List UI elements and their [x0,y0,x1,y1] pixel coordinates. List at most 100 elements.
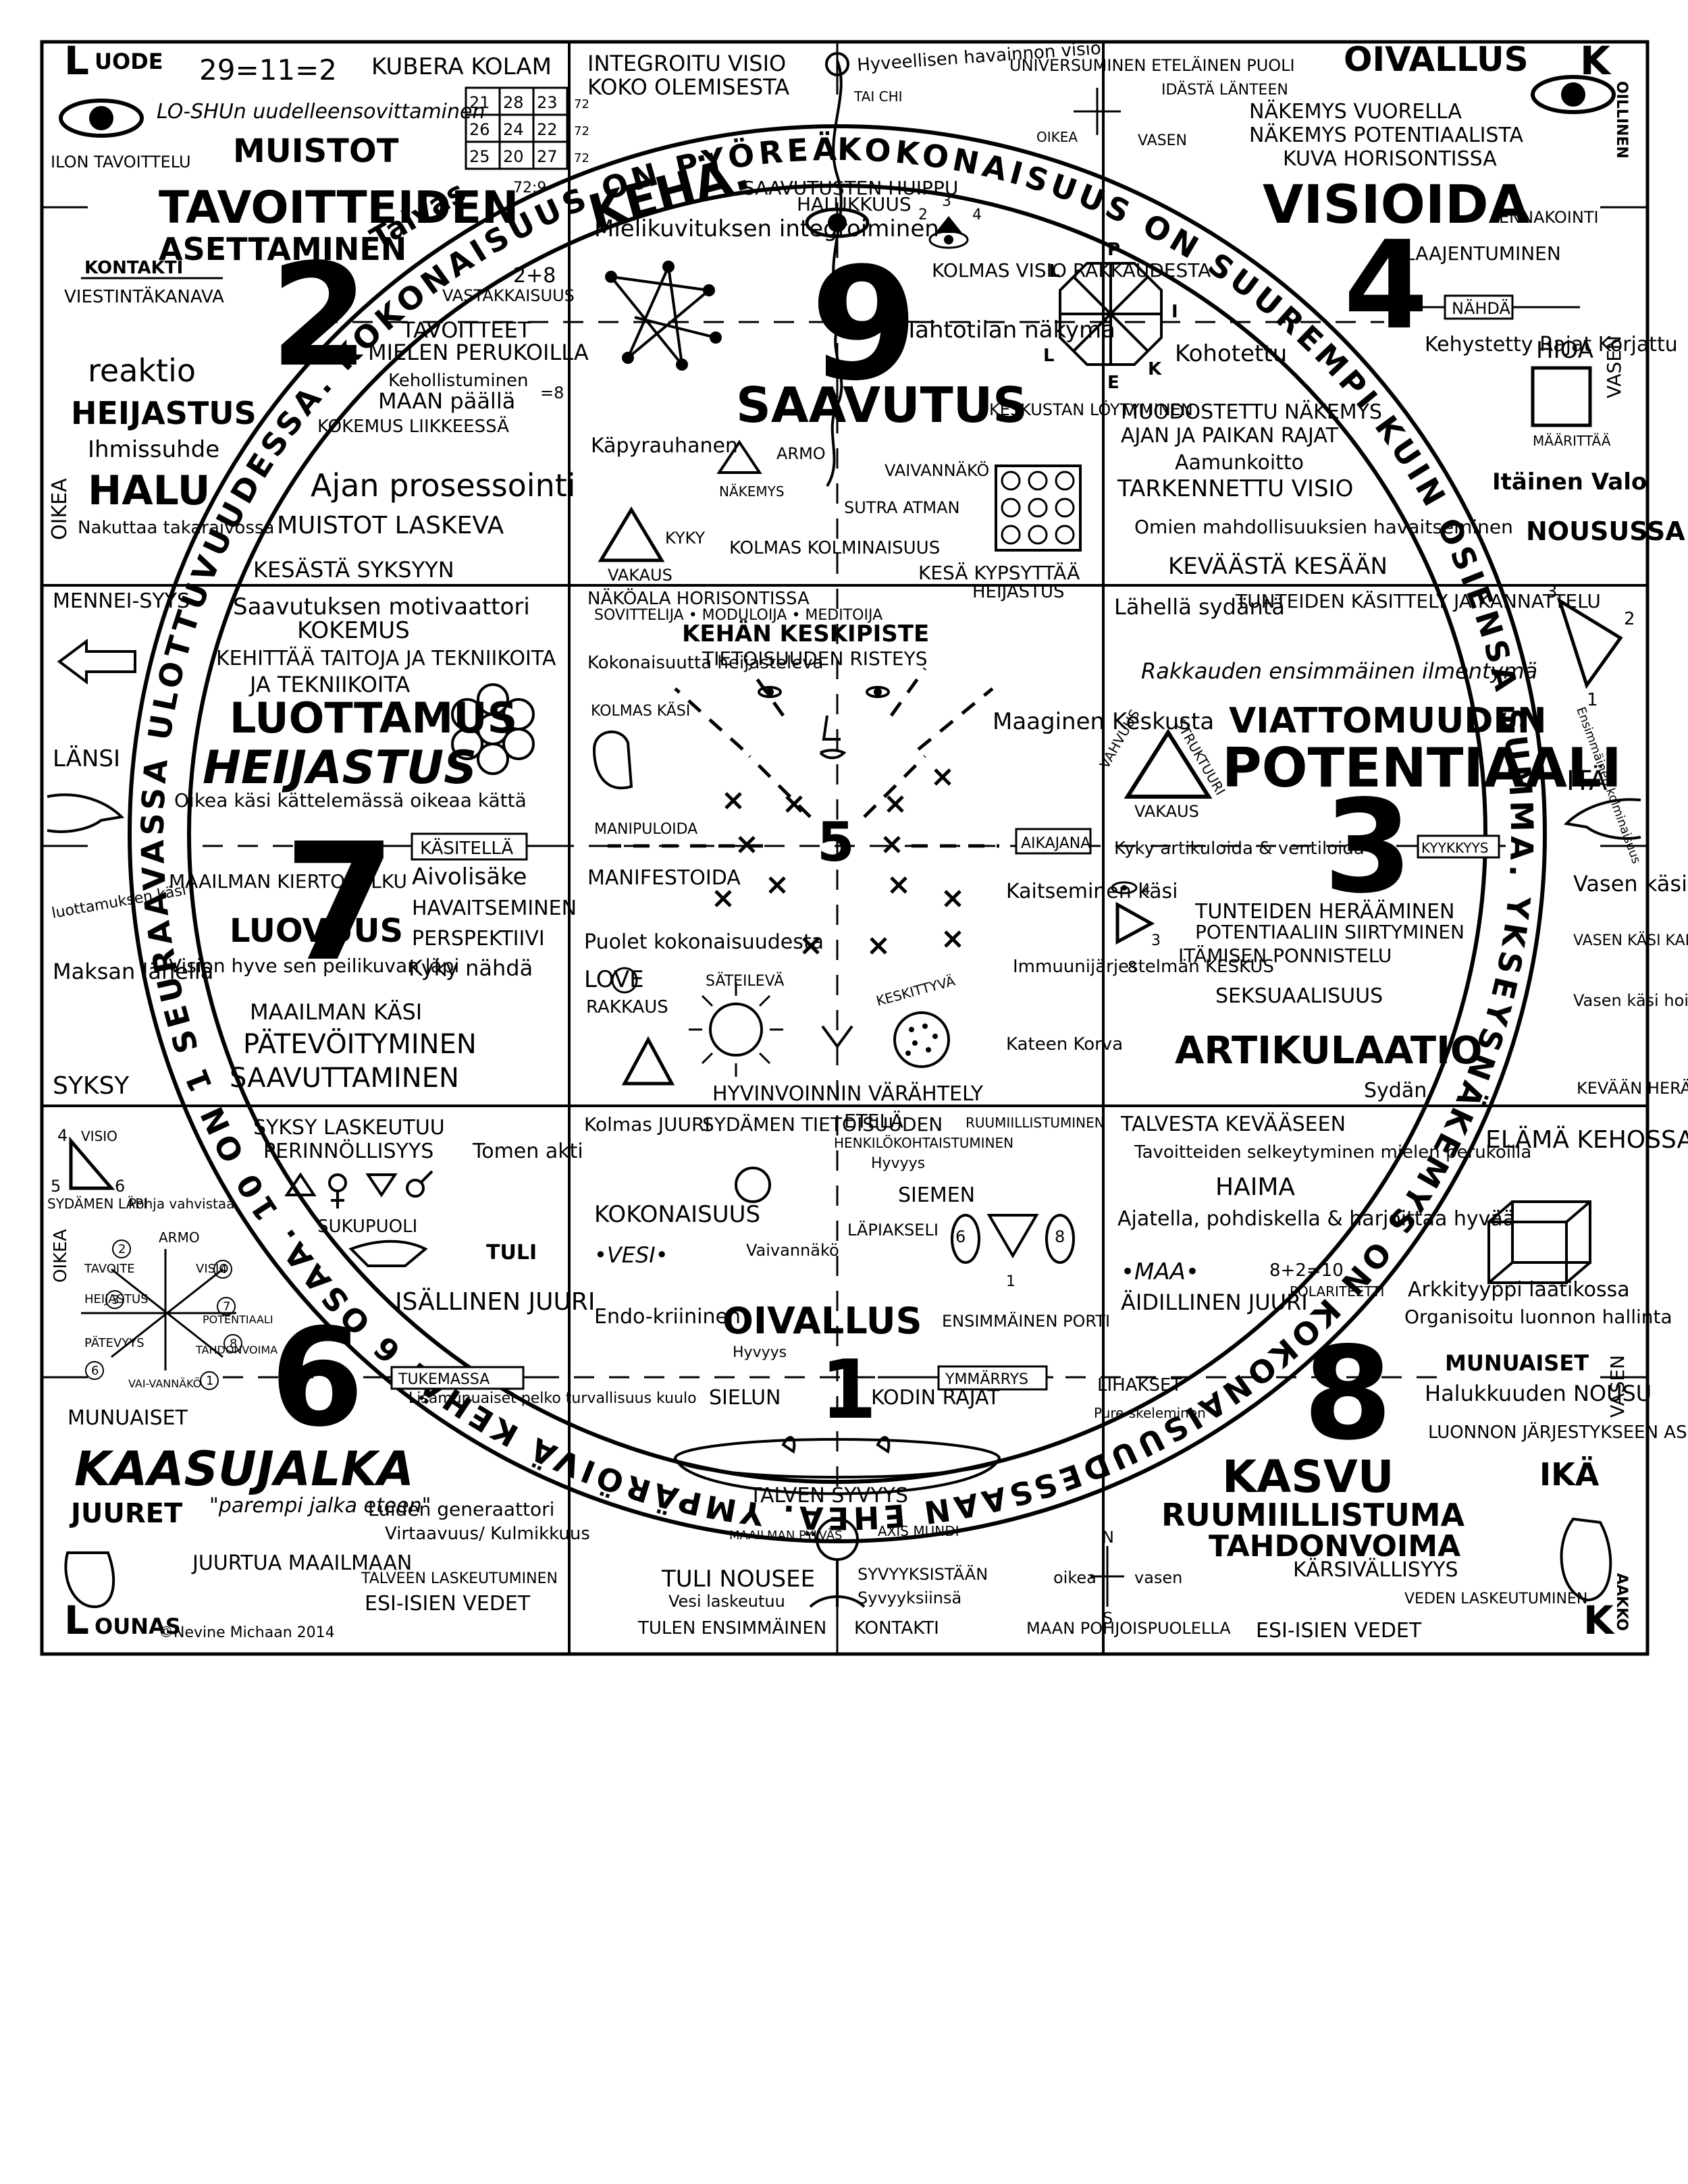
se-organisoitu: Organisoitu luonnon hallinta [1404,1306,1672,1328]
se-tahdonvoima: TAHDONVOIMA [1209,1529,1460,1564]
nw-heijastus: HEIJASTUS [71,395,257,431]
s-lapiakseli: LÄPIAKSELI [847,1220,939,1240]
hand-icon-east [1563,798,1641,840]
triangle-icon-sw: 4 5 6 [51,1126,125,1196]
sw-c6: 6 [91,1364,99,1378]
ne-nakemys1: NÄKEMYS VUORELLA [1249,99,1462,124]
e-small-8: 8 [1128,959,1137,976]
nw-kontakti: KONTAKTI [84,258,183,278]
sw-lisamunuaiset: Lisämunuaiset pelko turvallisuus kuulo [408,1390,697,1407]
sw-oikea: OIKEA [51,1229,71,1283]
ymmarrys-box: YMMÄRRYS [878,1365,1053,1391]
hand-icon-west [47,793,125,833]
nw-title2: ASETTAMINEN [159,231,406,267]
diagram-frame [40,40,1650,1656]
ne-visioida: VISIOIDA [1263,175,1529,236]
w-saavutuksen: Saavutuksen motivaattori [233,593,530,620]
ne-oivallus: OIVALLUS [1344,40,1529,79]
radiating-lines [608,667,999,848]
s-vaivannako: Vaivannäkö [746,1241,839,1260]
se-karsivallisyys: KÄRSIVÄLLISYYS [1293,1557,1458,1582]
s-tulen: TULEN ENSIMMÄINEN [637,1617,826,1639]
ne-kohotettu: Kohotettu [1175,340,1287,367]
sw-munuaiset: MUNUAISET [68,1406,188,1430]
n-nakemys: NÄKEMYS [719,483,785,500]
s-tuli-nousee: TULI NOUSEE [661,1566,815,1593]
c-maaginen: Maaginen Keskusta [993,708,1214,735]
section-west: MENNEI-SYYS LÄNSI luottamuksen käsi Maks… [47,589,577,1100]
corner-ne-word: OILLINEN [1613,81,1630,159]
w-lansi: LÄNSI [53,745,120,772]
section-center: NÄKÖALA HORISONTISSA HEIJASTUS SOVITTELI… [584,582,1274,1106]
nw-maan-paalla: MAAN päällä [378,388,515,414]
se-n: N [1102,1528,1114,1547]
nw-ilon: ILON TAVOITTELU [51,153,191,171]
corner-sw-word: OUNAS [95,1614,181,1639]
s-one: 1 [820,1343,877,1437]
nahda-box: NÄHDÄ [1404,294,1580,320]
flower-of-life-icon [451,683,535,775]
circle-grid-icon [995,464,1082,552]
c-kolmas-kasi: KOLMAS KÄSI [591,702,690,720]
se-esi-isien: ESI-ISIEN VEDET [1256,1619,1422,1643]
cross-marks [714,768,961,955]
s-vesi-laskeutuu: Vesi laskeutuu [668,1592,785,1611]
n-num-2: 2 [918,207,928,223]
sw-isallinen: ISÄLLINEN JUURI [395,1287,596,1316]
c-puolet: Puolet kokonaisuudesta [584,930,824,954]
s-syvyyksista: SYVYYKSISTÄÄN [858,1564,988,1584]
e-small-4: 4 [1141,882,1151,899]
sw-tri-6: 6 [115,1177,125,1196]
ne-kehystetty: Kehystetty Rajat Korjattu [1425,333,1678,356]
kyykkyys-box: KYYKKYYS [1398,834,1506,859]
sw-copyright: ©Nevine Michaan 2014 [159,1624,335,1641]
ne-muodostettu: MUODOSTETTU NÄKEMYS [1121,400,1382,424]
section-south: Kolmas JUURI SYDÄMEN TIETOISUUDEN ETELÄ … [584,1110,1110,1639]
triangle-icon-ne: 3 2 1 [1546,582,1635,710]
kolam-cell: 24 [503,120,524,139]
s-talven: TALVEN SYVYYS [749,1484,908,1508]
ne-hioa: HIOA [1536,337,1593,364]
ne-vasen: VASEN [1138,132,1187,149]
w-kyky-nahda: Kyky nähdä [408,955,533,981]
se-talvesta: TALVESTA KEVÄÄSEEN [1120,1112,1346,1136]
sw-armo: ARMO [159,1229,200,1246]
se-ika: IKÄ [1539,1456,1600,1493]
nw-muistot: MUISTOT [233,132,399,170]
sw-tri-4: 4 [57,1126,68,1145]
octagon-icon [1059,262,1163,366]
corner-se-word: AAKKO [1613,1573,1630,1631]
kolam-cell: 25 [469,147,490,166]
nw-eq8: =8 [540,383,564,402]
nw-vastakkaisuus: VASTAKKAISUUS [442,286,575,305]
cube-icon [1487,1200,1591,1284]
section-ne: UNIVERSUMINEN ETELÄINEN PUOLI IDÄSTÄ LÄN… [1009,40,1678,580]
e-rakkauden: Rakkauden ensimmäinen ilmentymä [1141,658,1537,684]
c-kokonaisuutta: Kokonaisuutta heijasteleva [587,653,824,673]
s-hyvyys: Hyvyys [871,1155,925,1172]
w-kokemus: KOKEMUS [297,617,410,644]
c-tietoisuuden: TIETOISUUDEN RISTEYS [702,647,927,670]
nw-kolam-title: KUBERA KOLAM [371,53,552,80]
n-integroitu: INTEGROITU VISIO [587,51,786,76]
e-vakaus: VAKAUS [1134,802,1199,821]
bowl-icon [674,1436,1001,1495]
circled-numbers [85,1240,242,1390]
eye-icon-nw [59,99,144,138]
gender-symbols-icon [284,1170,433,1208]
e-seksuaalisuus: SEKSUAALISUUS [1215,984,1383,1008]
dotted-circle-icon [893,1011,950,1068]
s-num-8: 8 [1055,1227,1065,1246]
se-oikea: oikea [1053,1568,1097,1587]
n-vaivannako: VAIVANNÄKÖ [885,460,989,480]
e-nousussa: NOUSUSSA [1526,516,1685,546]
nw-oikea: OIKEA [48,478,72,540]
c-aikajana: AIKAJANA [1021,835,1090,852]
se-halukkuuden: Halukkuuden NOUSU [1425,1381,1652,1406]
c-nakoala: NÄKÖALA HORISONTISSA [587,587,810,609]
nw-kehollistuminen: Kehollistuminen [388,371,529,391]
se-maa: •MAA• [1121,1258,1199,1285]
w-patevoityminen: PÄTEVÖITYMINEN [243,1028,477,1060]
